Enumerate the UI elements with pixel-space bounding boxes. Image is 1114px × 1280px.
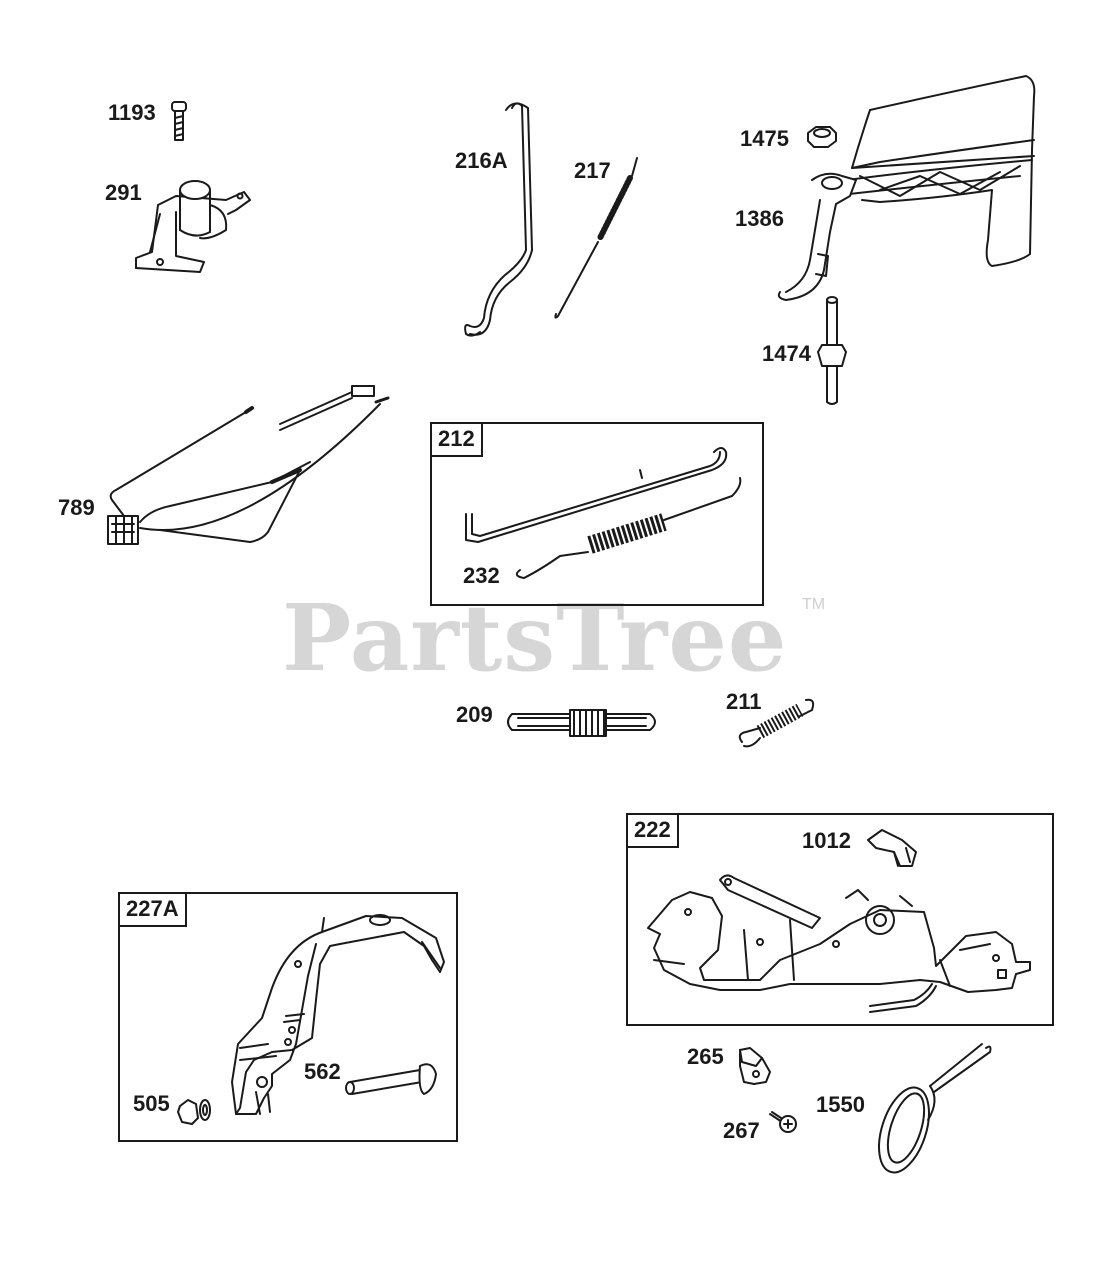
- part-label-211[interactable]: 211: [726, 689, 762, 714]
- assembly-box-212[interactable]: 212: [430, 422, 764, 606]
- spring-211-drawing[interactable]: [738, 698, 815, 748]
- control-plate-222-drawing[interactable]: [647, 874, 1031, 1013]
- nut-505-drawing[interactable]: [177, 1099, 211, 1125]
- spring-1550-drawing[interactable]: [869, 1043, 992, 1179]
- part-label-505[interactable]: 505: [133, 1091, 170, 1116]
- watermark-trademark: TM: [802, 596, 826, 613]
- part-label-1474[interactable]: 1474: [762, 341, 811, 366]
- part-label-1012[interactable]: 1012: [802, 828, 851, 853]
- assembly-box-222[interactable]: 222: [626, 813, 1054, 1026]
- screw-267-drawing[interactable]: [769, 1111, 797, 1133]
- wire-harness-789-drawing[interactable]: [107, 385, 390, 545]
- part-label-1550[interactable]: 1550: [816, 1092, 865, 1117]
- part-label-291[interactable]: 291: [105, 180, 142, 205]
- bolt-1193-drawing[interactable]: [171, 101, 187, 141]
- part-label-789[interactable]: 789: [58, 495, 95, 520]
- control-rod-212-drawing[interactable]: [465, 447, 742, 579]
- clip-265-drawing[interactable]: [739, 1047, 771, 1085]
- assembly-label-212[interactable]: 212: [432, 424, 483, 457]
- deflector-1386-drawing[interactable]: [777, 75, 1036, 301]
- bracket-227a-drawing[interactable]: [231, 914, 445, 1115]
- part-label-216a[interactable]: 216A: [455, 148, 508, 173]
- bolt-562-drawing[interactable]: [345, 1063, 437, 1095]
- nut-1475-drawing[interactable]: [807, 126, 837, 148]
- assembly-label-222[interactable]: 222: [628, 815, 679, 848]
- part-label-209[interactable]: 209: [456, 702, 493, 727]
- part-label-1475[interactable]: 1475: [740, 126, 789, 151]
- spring-217-drawing[interactable]: [554, 157, 638, 319]
- part-label-562[interactable]: 562: [304, 1059, 341, 1084]
- part-label-217[interactable]: 217: [574, 158, 611, 183]
- clip-1012-drawing[interactable]: [867, 829, 917, 867]
- stud-1474-drawing[interactable]: [817, 296, 847, 405]
- governor-bracket-291-drawing[interactable]: [135, 180, 251, 273]
- part-label-232[interactable]: 232: [463, 563, 500, 588]
- part-label-267[interactable]: 267: [723, 1118, 760, 1143]
- assembly-box-227a[interactable]: 227A: [118, 892, 458, 1142]
- part-label-1386[interactable]: 1386: [735, 206, 784, 231]
- spring-209-drawing[interactable]: [507, 709, 656, 737]
- part-label-1193[interactable]: 1193: [108, 100, 156, 125]
- part-label-265[interactable]: 265: [687, 1044, 724, 1069]
- rod-216a-drawing[interactable]: [464, 102, 533, 337]
- assembly-label-227a[interactable]: 227A: [120, 894, 187, 927]
